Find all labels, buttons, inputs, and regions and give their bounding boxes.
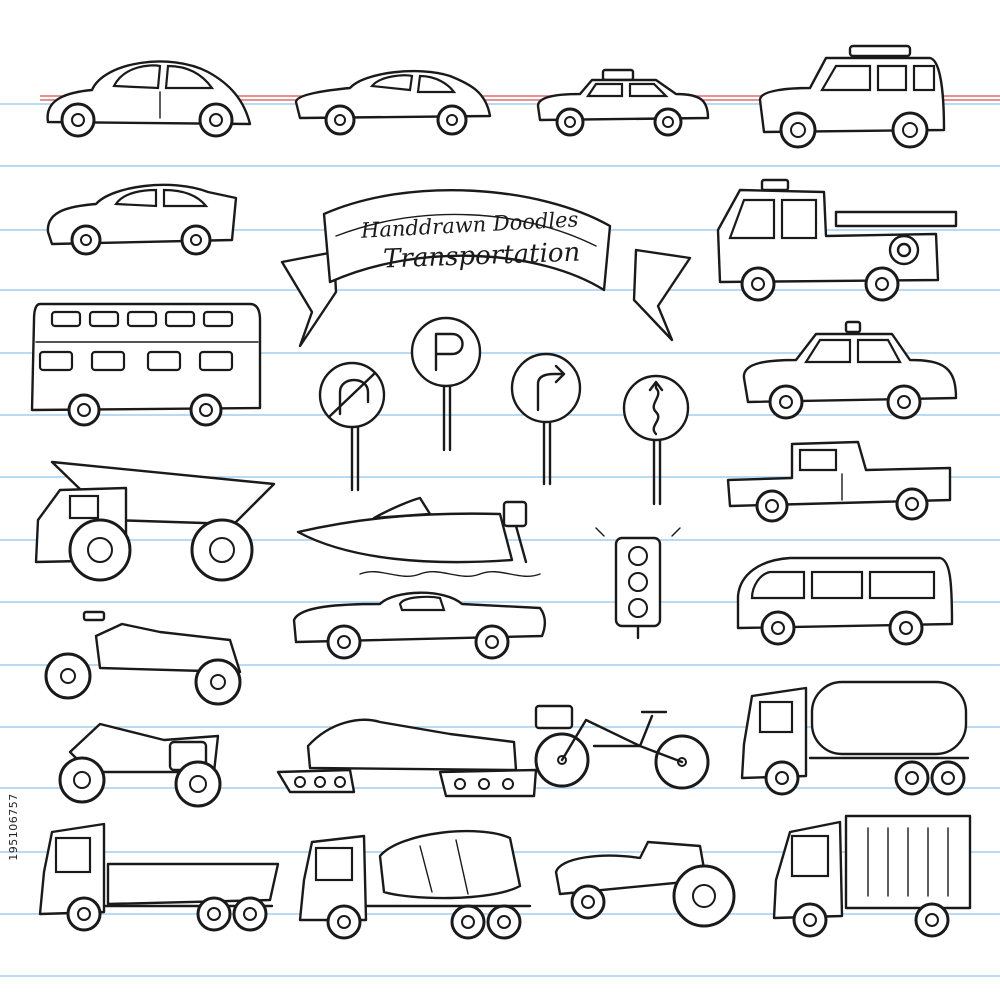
- motorcycle-icon: [44, 610, 242, 706]
- traffic-light-icon: [595, 527, 681, 640]
- speedboat-icon: [296, 496, 541, 578]
- stock-id-label: 195106757: [7, 793, 20, 861]
- taxi-icon: [536, 68, 710, 137]
- winding-road-sign-icon: [622, 374, 690, 506]
- hatchback-icon: [46, 183, 238, 256]
- ribbon-banner: [280, 188, 692, 348]
- parking-sign-icon: [410, 316, 482, 452]
- turn-right-sign-icon: [510, 352, 582, 486]
- minivan-icon: [736, 556, 954, 646]
- sports-coupe-icon: [294, 69, 492, 136]
- suv-icon: [758, 44, 946, 149]
- dump-truck-icon: [38, 822, 280, 932]
- snowmobile-icon: [276, 718, 538, 798]
- no-u-turn-sign-icon: [318, 361, 386, 492]
- cement-mixer-icon: [298, 829, 532, 940]
- double-decker-bus-icon: [30, 302, 262, 427]
- beetle-car-icon: [46, 60, 252, 138]
- classic-car-icon: [292, 591, 546, 660]
- tanker-truck-icon: [740, 680, 970, 796]
- mining-dump-truck-icon: [34, 460, 276, 582]
- police-car-icon: [742, 320, 958, 420]
- bicycle-icon: [534, 704, 710, 790]
- pickup-truck-icon: [726, 440, 952, 523]
- cargo-truck-icon: [772, 814, 972, 938]
- fire-truck-icon: [716, 178, 958, 302]
- banner-subtitle: Transportation: [383, 238, 581, 275]
- tractor-icon: [554, 840, 736, 928]
- sport-motorcycle-icon: [58, 722, 222, 808]
